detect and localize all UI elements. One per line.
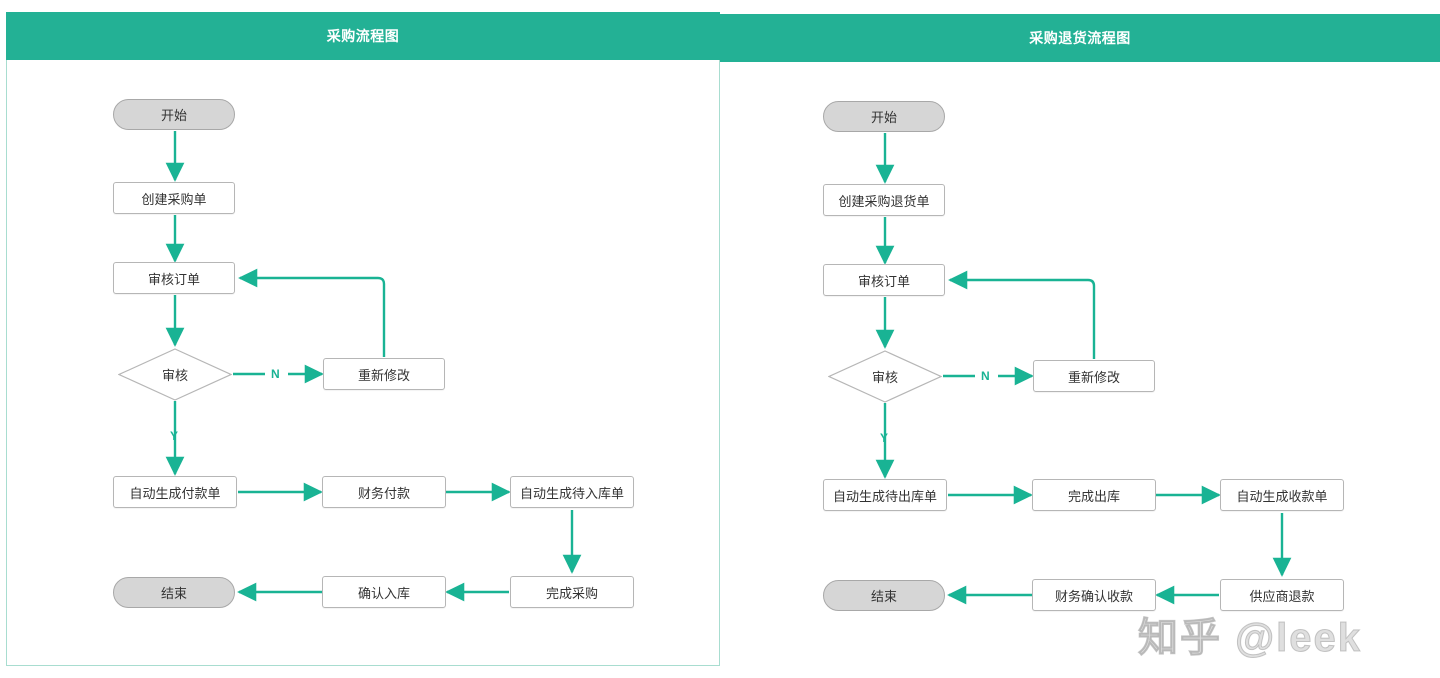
node-auto-pending-inbound[interactable]: 自动生成待入库单 [510,476,634,508]
node-label: 开始 [870,110,897,125]
purchase-return-flow-title: 采购退货流程图 [720,14,1440,62]
node-label: 完成采购 [545,585,598,601]
node-label: 财务付款 [357,485,410,501]
node-label: 结束 [870,589,897,604]
node-finance-confirm-receipt[interactable]: 财务确认收款 [1032,579,1156,611]
diamond-shape [118,348,232,401]
node-label: 供应商退款 [1249,588,1315,604]
node-remodify-left[interactable]: 重新修改 [323,358,445,390]
node-label: 完成出库 [1067,488,1120,504]
node-label: 财务确认收款 [1054,588,1133,604]
node-complete-purchase[interactable]: 完成采购 [510,576,634,608]
diamond-shape [828,350,942,403]
node-create-return-order[interactable]: 创建采购退货单 [823,184,945,216]
node-label: 审核 [161,368,188,383]
node-label: 自动生成收款单 [1236,488,1328,504]
node-label: 开始 [160,108,187,123]
node-label: 自动生成待出库单 [832,488,937,504]
node-label: 审核订单 [147,271,200,287]
node-label: 创建采购单 [141,191,207,207]
node-finance-payment[interactable]: 财务付款 [322,476,446,508]
node-remodify-right[interactable]: 重新修改 [1033,360,1155,392]
node-complete-outbound[interactable]: 完成出库 [1032,479,1156,511]
node-label: 创建采购退货单 [838,193,930,209]
node-start-left[interactable]: 开始 [113,99,235,130]
node-review-order-right[interactable]: 审核订单 [823,264,945,296]
rework-loop-right [948,270,1096,359]
edge-label-yes-right: Y [880,431,889,445]
edge-label-no-right: N [981,369,990,383]
node-label: 重新修改 [1067,369,1120,385]
node-auto-pending-outbound[interactable]: 自动生成待出库单 [823,479,947,511]
purchase-flow-title: 采购流程图 [6,12,720,60]
edge-label-no-left: N [271,367,280,381]
node-label: 重新修改 [357,367,410,383]
node-end-right[interactable]: 结束 [823,580,945,611]
node-label: 审核 [871,370,898,385]
edge-label-yes-left: Y [170,429,179,443]
node-start-right[interactable]: 开始 [823,101,945,132]
node-decision-review-left[interactable]: 审核 [118,348,232,401]
node-confirm-inbound[interactable]: 确认入库 [322,576,446,608]
rework-loop-left [238,268,386,357]
node-auto-receipt-order[interactable]: 自动生成收款单 [1220,479,1344,511]
node-create-purchase-order[interactable]: 创建采购单 [113,182,235,214]
node-label: 审核订单 [857,273,910,289]
node-supplier-refund[interactable]: 供应商退款 [1220,579,1344,611]
node-auto-payment-order[interactable]: 自动生成付款单 [113,476,237,508]
node-review-order-left[interactable]: 审核订单 [113,262,235,294]
node-decision-review-right[interactable]: 审核 [828,350,942,403]
node-label: 自动生成付款单 [129,485,221,501]
node-end-left[interactable]: 结束 [113,577,235,608]
node-label: 确认入库 [357,585,410,601]
node-label: 自动生成待入库单 [519,485,624,501]
node-label: 结束 [160,586,187,601]
